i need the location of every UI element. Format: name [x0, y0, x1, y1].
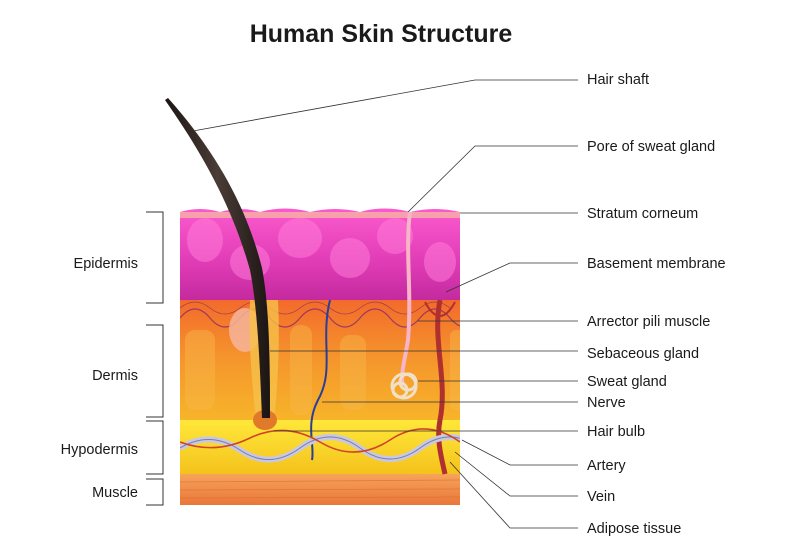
layer-brackets	[146, 211, 164, 506]
sweat-duct	[400, 211, 412, 386]
leader-lines	[192, 79, 578, 529]
label-basement-membrane: Basement membrane	[587, 256, 726, 272]
label-sweat-gland: Sweat gland	[587, 374, 667, 390]
layer-label-muscle: Muscle	[92, 485, 138, 501]
layer-label-epidermis: Epidermis	[74, 256, 138, 272]
sweat-gland-coil	[390, 372, 418, 400]
skin-block	[180, 208, 460, 505]
diagram-title: Human Skin Structure	[250, 20, 513, 48]
hair-shaft-shape	[165, 98, 270, 418]
label-hair-shaft: Hair shaft	[587, 72, 649, 88]
label-stratum-corneum: Stratum corneum	[587, 206, 698, 222]
label-adipose-tissue: Adipose tissue	[587, 521, 681, 537]
stratum-corneum-layer	[180, 212, 460, 218]
hair-bulb-shape	[253, 410, 277, 430]
label-artery: Artery	[587, 458, 626, 474]
muscle-fibers	[180, 479, 460, 499]
layer-label-hypodermis: Hypodermis	[61, 442, 138, 458]
hypodermis-layer	[180, 420, 460, 474]
epidermis-cells	[187, 218, 456, 282]
label-sebaceous-gland: Sebaceous gland	[587, 346, 699, 362]
layer-label-dermis: Dermis	[92, 368, 138, 384]
epidermis-layer	[180, 208, 460, 300]
arrector-pili	[424, 301, 456, 317]
label-arrector-pili-muscle: Arrector pili muscle	[587, 314, 710, 330]
dermis-texture	[185, 325, 460, 415]
vessel-trunk	[435, 299, 448, 475]
dermis-layer	[180, 300, 460, 420]
label-pore-of-sweat-gland: Pore of sweat gland	[587, 139, 715, 155]
label-hair-bulb: Hair bulb	[587, 424, 645, 440]
label-nerve: Nerve	[587, 395, 626, 411]
label-vein: Vein	[587, 489, 615, 505]
